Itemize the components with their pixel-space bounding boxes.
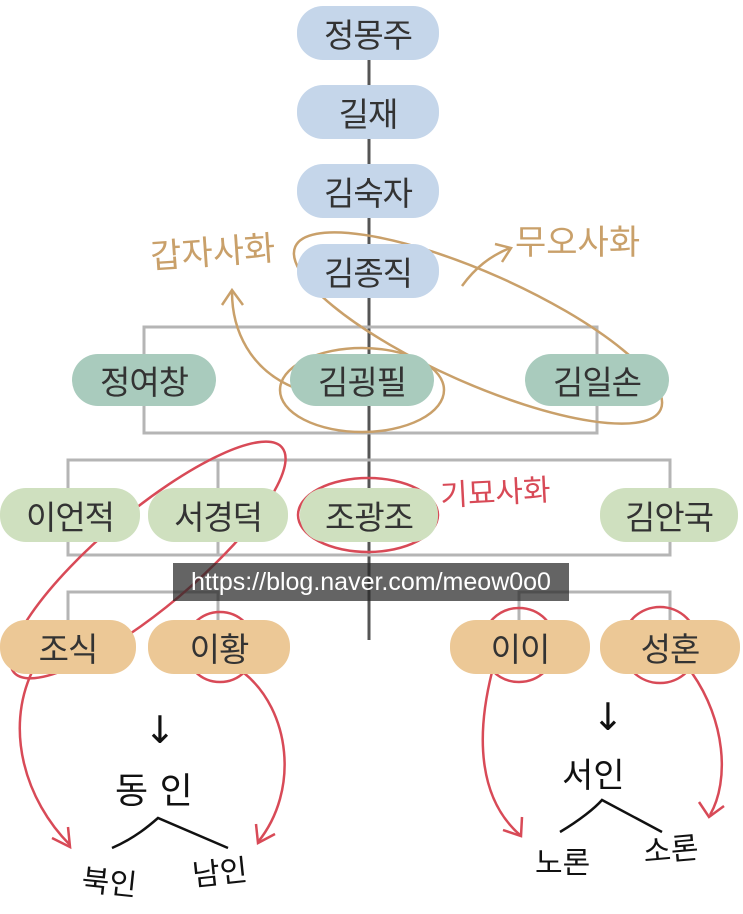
right-down-arrow: ↓ [592,695,624,739]
node-i-eonjeok: 이언적 [0,488,140,542]
muo-ellipse [292,231,664,425]
label-seoin: 서인 [562,756,625,796]
right-tier4-bracket [517,590,672,645]
gapja-arrow [230,291,296,390]
noron-arrowhead [502,816,524,838]
soron-arrow [690,672,724,816]
node-gim-jongjik: 김종직 [297,244,439,298]
namin-arrow [243,672,286,843]
jogwangjo-circle [296,476,440,554]
label-dongin: 동 인 [115,771,193,812]
label-gimyo-sahwa: 기묘사화 [439,473,552,514]
dongin-branch [111,816,229,850]
label-noron: 노론 [535,846,591,881]
bugin-arrowhead [51,826,72,850]
node-gim-ilson: 김일손 [525,354,669,406]
muo-arrowhead [494,242,513,263]
node-jeong-mongju: 정몽주 [297,6,439,60]
soron-arrowhead [697,801,725,819]
node-gim-goengpil: 김굉필 [290,354,434,406]
node-gim-anguk: 김안국 [600,488,738,542]
node-i-hwang: 이황 [148,620,290,674]
tier3-bracket [66,458,672,515]
gimgoengpil-ellipse [278,346,446,434]
namin-arrowhead [254,823,276,845]
muo-arrow [460,246,511,287]
node-seo-gyeongdeok: 서경덕 [148,488,288,542]
left-tier4-bracket [66,590,220,645]
seoin-branch [559,798,663,834]
node-gil-jae: 길재 [297,85,439,139]
left-down-arrow: ↓ [144,708,176,752]
label-soron: 소론 [641,830,700,871]
noron-arrow [481,671,521,836]
node-seong-hon: 성혼 [600,620,740,674]
blog-watermark: https://blog.naver.com/meow0o0 [173,563,569,601]
label-bugin: 북인 [79,863,139,904]
label-muo-sahwa: 무오사화 [515,223,641,263]
node-jo-gwangjo: 조광조 [300,488,438,542]
label-gapja-sahwa: 갑자사화 [149,228,277,278]
label-namin: 남인 [190,853,250,894]
black-branches [111,798,663,850]
node-i-i: 이이 [450,620,590,674]
tier2-bracket [142,325,599,378]
node-gim-sukja: 김숙자 [297,164,439,218]
node-jeong-yeochang: 정여창 [72,354,216,406]
bugin-arrow [18,671,71,846]
node-jo-sik: 조식 [0,620,136,674]
tan-annotations [220,231,664,434]
gapja-arrowhead [220,287,245,306]
